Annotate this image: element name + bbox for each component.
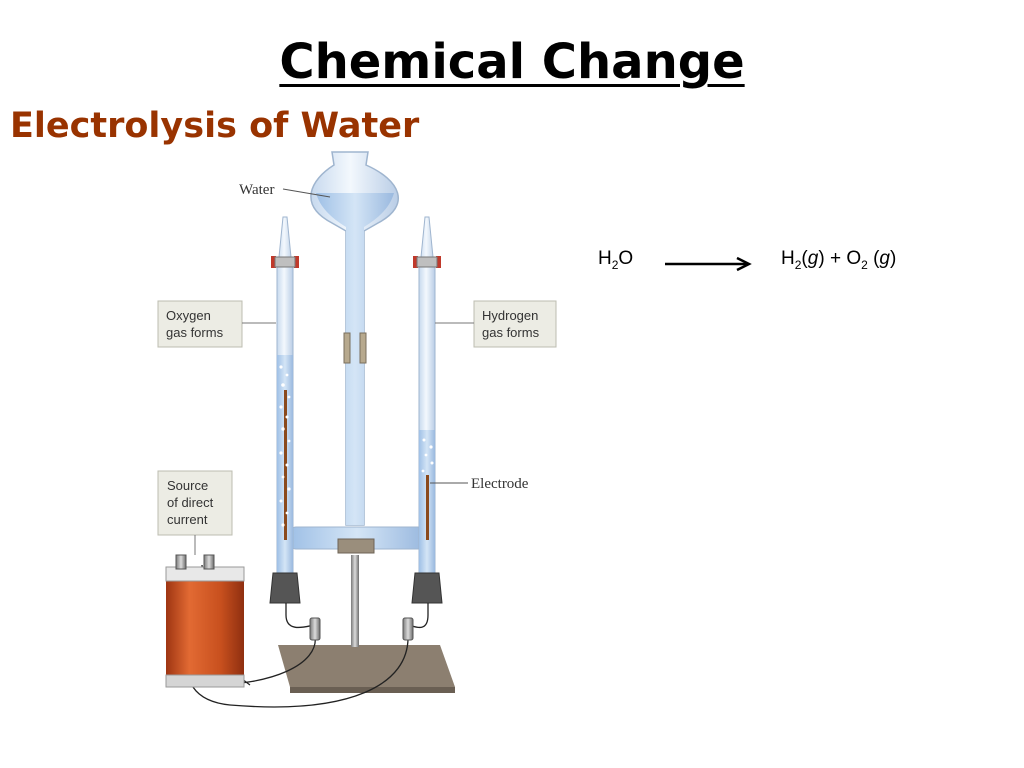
stand-base [278, 645, 455, 687]
reaction-arrow-icon [665, 256, 752, 272]
connecting-tube [289, 526, 425, 554]
slide-title: Chemical Change [279, 34, 745, 90]
svg-text:Source: Source [167, 478, 208, 493]
hydrogen-callout: Hydrogen gas forms [435, 300, 557, 348]
slide-subtitle: Electrolysis of Water [10, 106, 420, 146]
electrolysis-diagram: Water Oxygen gas forms Hydrogen gas form… [157, 151, 557, 708]
svg-text:current: current [167, 512, 208, 527]
svg-text:gas forms: gas forms [166, 325, 224, 340]
equation-products: H2(g) + O2 (g) [781, 248, 897, 272]
water-reservoir [310, 151, 399, 526]
stand-rod [351, 555, 359, 647]
equation-reactant: H2O [598, 248, 634, 272]
source-callout: Source of direct current [157, 470, 233, 555]
svg-text:Oxygen: Oxygen [166, 308, 211, 323]
svg-text:of direct: of direct [167, 495, 214, 510]
svg-text:Hydrogen: Hydrogen [482, 308, 538, 323]
svg-text:gas forms: gas forms [482, 325, 540, 340]
water-label: Water [239, 182, 274, 198]
hydrogen-tube [411, 216, 443, 604]
oxygen-callout: Oxygen gas forms [157, 300, 276, 348]
electrode-label: Electrode [471, 476, 529, 492]
gas-bubbles [279, 365, 434, 527]
battery [165, 554, 245, 688]
